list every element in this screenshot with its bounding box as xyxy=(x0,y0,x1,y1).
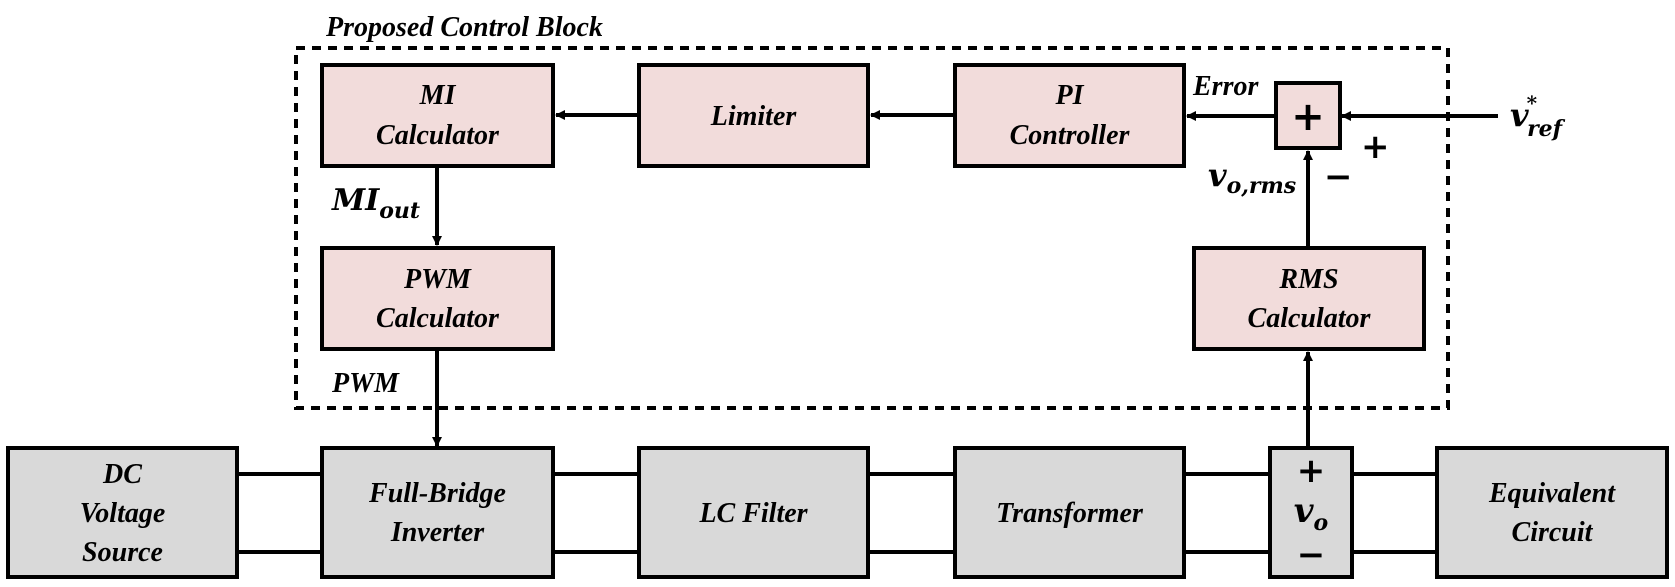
error-label: Error xyxy=(1192,71,1259,102)
sum-plus-sign: + xyxy=(1361,127,1390,167)
lc-filter-block: LC Filter xyxy=(637,446,870,579)
vo-minus-sign: − xyxy=(1297,535,1326,575)
pwm-calculator-block: PWM Calculator xyxy=(320,246,555,351)
rms-calculator-block: RMS Calculator xyxy=(1192,246,1426,351)
lc-filter-box xyxy=(637,446,870,579)
transformer-block: Transformer xyxy=(953,446,1186,579)
equivalent-circuit-line1: Equivalent xyxy=(1488,478,1616,509)
inverter-block: Full-Bridge Inverter xyxy=(320,446,555,579)
transformer-box xyxy=(953,446,1186,579)
limiter-label: Limiter xyxy=(710,101,798,132)
dc-source-block: DC Voltage Source xyxy=(6,446,239,579)
summing-junction-box xyxy=(1274,81,1342,150)
sum-minus-sign: − xyxy=(1324,157,1353,197)
rms-calculator-box xyxy=(1192,246,1426,351)
vo-label: vo xyxy=(1294,491,1328,536)
equivalent-circuit-box xyxy=(1435,446,1669,579)
dc-source-line2: Voltage xyxy=(80,498,166,529)
inverter-box xyxy=(320,446,555,579)
summing-junction: + xyxy=(1274,81,1342,150)
transformer-label: Transformer xyxy=(996,498,1144,529)
equivalent-circuit-block: Equivalent Circuit xyxy=(1435,446,1669,579)
vref-label: v*ref xyxy=(1510,91,1566,142)
rms-calculator-line2: Calculator xyxy=(1248,303,1372,334)
control-block-title: Proposed Control Block xyxy=(325,12,603,43)
pi-controller-line2: Controller xyxy=(1010,120,1131,151)
mi-calculator-line2: Calculator xyxy=(376,120,500,151)
pwm-signal-label: PWM xyxy=(331,368,400,399)
vo-plus-sign: + xyxy=(1297,451,1326,491)
summing-junction-sign: + xyxy=(1291,94,1325,140)
mi-calculator-block: MI Calculator xyxy=(320,63,555,168)
dc-source-line1: DC xyxy=(102,459,142,490)
vo-measurement-box xyxy=(1268,446,1354,579)
control-block-border xyxy=(294,46,1450,410)
pi-controller-line1: PI xyxy=(1055,80,1085,111)
vo-measurement-block: + vo − xyxy=(1268,446,1354,579)
lc-filter-label: LC Filter xyxy=(698,498,808,529)
pwm-calculator-line2: Calculator xyxy=(376,303,500,334)
rms-calculator-line1: RMS xyxy=(1278,264,1338,295)
power-wires xyxy=(237,472,1437,554)
equivalent-circuit-line2: Circuit xyxy=(1512,517,1594,548)
dc-source-line3: Source xyxy=(82,537,163,568)
mi-out-label: MIout xyxy=(331,183,420,224)
dc-source-box xyxy=(6,446,239,579)
inverter-line2: Inverter xyxy=(390,517,485,548)
limiter-block: Limiter xyxy=(637,63,870,168)
pi-controller-box xyxy=(953,63,1186,168)
pi-controller-block: PI Controller xyxy=(953,63,1186,168)
mi-calculator-line1: MI xyxy=(419,80,457,111)
inverter-line1: Full-Bridge xyxy=(368,478,506,509)
pwm-calculator-line1: PWM xyxy=(403,264,472,295)
vorms-label: vo,rms xyxy=(1208,156,1296,199)
